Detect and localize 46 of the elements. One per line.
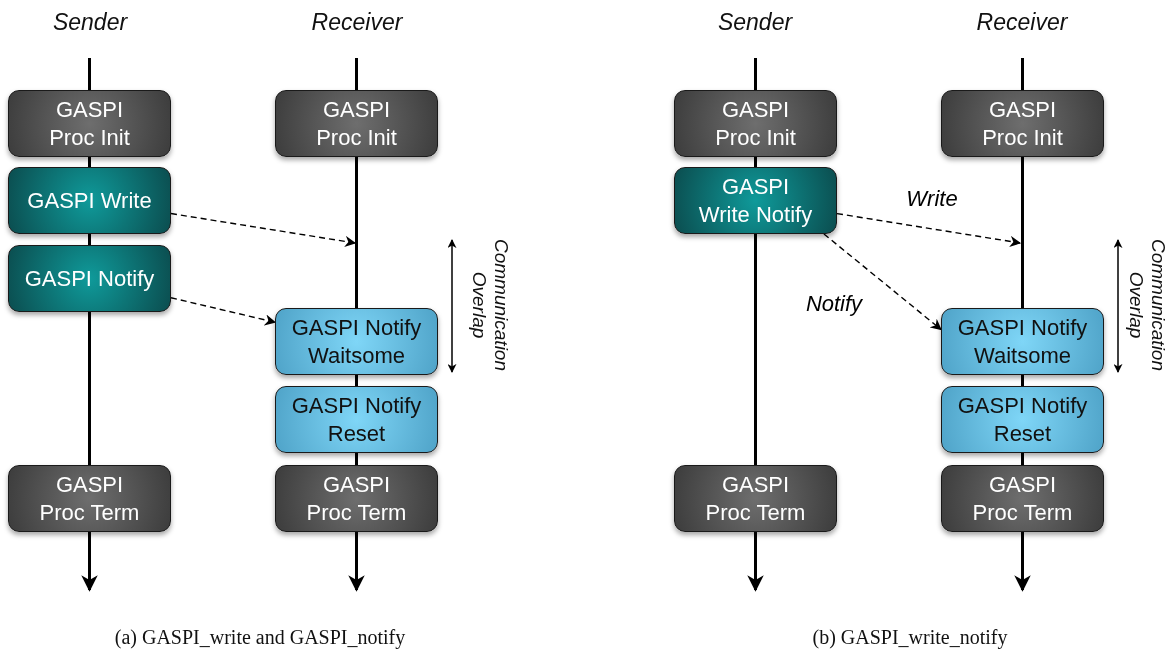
process-box: GASPI Proc Init — [8, 90, 171, 157]
timeline-line — [754, 234, 757, 465]
arrow — [836, 212, 1022, 247]
process-box: GASPI Notify Reset — [275, 386, 438, 453]
arrow — [170, 297, 277, 326]
timeline-line — [355, 58, 358, 90]
timeline-line — [1021, 157, 1024, 308]
process-box: GASPI Proc Term — [8, 465, 171, 532]
process-box: GASPI Proc Term — [674, 465, 837, 532]
caption: (a) GASPI_write and GASPI_notify — [114, 625, 406, 649]
process-box: GASPI Notify — [8, 245, 171, 312]
process-box: GASPI Proc Term — [941, 465, 1104, 532]
process-box: GASPI Notify Reset — [941, 386, 1104, 453]
arrow — [81, 532, 98, 592]
timeline-line — [1021, 375, 1024, 386]
process-box: GASPI Proc Init — [674, 90, 837, 157]
timeline-line — [355, 157, 358, 308]
timeline-line — [88, 58, 91, 90]
timeline-line — [754, 58, 757, 90]
arrow — [1014, 532, 1031, 592]
process-box: GASPI Write — [8, 167, 171, 234]
arrow — [170, 212, 357, 247]
process-box: GASPI Write Notify — [674, 167, 837, 234]
timeline-line — [88, 234, 91, 245]
column-heading: Sender — [717, 8, 793, 36]
column-heading: Receiver — [976, 8, 1068, 36]
arrow — [348, 532, 365, 592]
timeline-line — [355, 453, 358, 465]
overlap-label: Communication Overlap — [468, 238, 512, 373]
column-heading: Receiver — [311, 8, 403, 36]
process-box: GASPI Notify Waitsome — [275, 308, 438, 375]
timeline-line — [88, 157, 91, 167]
caption: (b) GASPI_write_notify — [812, 625, 1008, 649]
overlap-label: Communication Overlap — [1125, 238, 1169, 373]
arrow — [823, 233, 942, 331]
column-heading: Sender — [52, 8, 128, 36]
arrow — [747, 532, 764, 592]
process-box: GASPI Notify Waitsome — [941, 308, 1104, 375]
timeline-line — [1021, 453, 1024, 465]
process-box: GASPI Proc Init — [275, 90, 438, 157]
process-box: GASPI Proc Init — [941, 90, 1104, 157]
process-box: GASPI Proc Term — [275, 465, 438, 532]
timeline-line — [754, 157, 757, 167]
timeline-line — [88, 312, 91, 465]
timeline-line — [355, 375, 358, 386]
timeline-line — [1021, 58, 1024, 90]
